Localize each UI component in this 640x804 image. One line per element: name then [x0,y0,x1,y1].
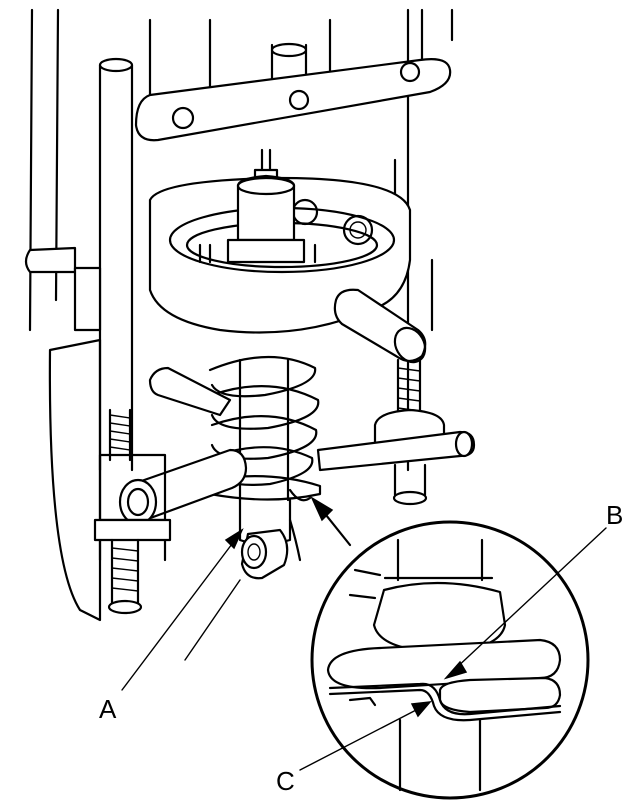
top-cross-bar [134,58,452,142]
left-middle-arm [148,366,232,417]
left-threaded-rod [107,408,143,615]
leader-b [453,527,607,671]
left-lower-arm [93,448,248,562]
right-middle-arm [316,430,476,472]
callout-label-c: C [276,766,295,796]
callout-label-b: B [606,500,623,530]
callout-leaders [121,527,607,771]
lower-spring-seat [208,475,322,502]
right-threaded-rod [373,358,446,506]
leader-c [299,707,421,771]
detail-magnifier [310,520,590,800]
strut-top-mount [198,148,317,264]
callout-label-a: A [99,694,117,724]
leader-a [121,535,239,691]
left-bracket [24,246,102,622]
lower-bushing [240,528,289,580]
compressor-frame [28,8,454,472]
magnifier-pointer-arrow [310,496,352,547]
